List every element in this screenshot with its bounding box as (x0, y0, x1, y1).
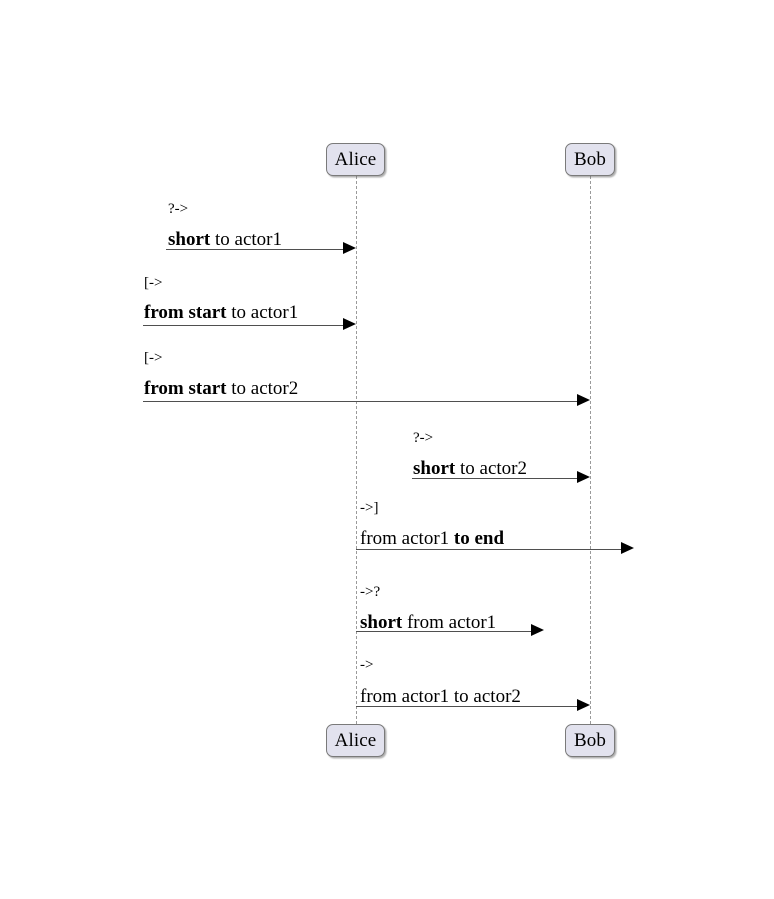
arrow-head-msg-short-to-actor1 (343, 242, 356, 254)
message-label-msg-from-start-to-actor2: from start to actor2 (144, 379, 298, 398)
arrow-line-msg-from-actor1-to-actor2 (356, 706, 584, 707)
message-label-msg-from-start-to-actor1: from start to actor1 (144, 303, 298, 322)
message-note-msg-from-start-to-actor2: [-> (144, 350, 163, 366)
lifeline-bob (590, 176, 591, 724)
arrow-head-msg-from-actor1-to-end (621, 542, 634, 554)
arrow-line-msg-from-start-to-actor1 (143, 325, 350, 326)
message-note-msg-from-actor1-to-actor2: -> (360, 657, 374, 673)
actor-box-alice-bottom[interactable]: Alice (326, 724, 385, 757)
actor-box-bob-bottom[interactable]: Bob (565, 724, 615, 757)
message-label-part: from actor1 (402, 612, 497, 633)
arrow-line-msg-short-from-actor1 (356, 631, 538, 632)
message-label-part: to actor1 (210, 229, 282, 250)
message-label-part: from start (144, 378, 227, 399)
arrow-line-msg-short-to-actor1 (166, 249, 350, 250)
arrow-head-msg-from-start-to-actor1 (343, 318, 356, 330)
arrow-line-msg-from-actor1-to-end (356, 549, 628, 550)
arrow-line-msg-short-to-actor2 (412, 478, 584, 479)
lifeline-alice (356, 176, 357, 724)
message-label-part: from actor1 to actor2 (360, 686, 521, 707)
arrow-head-msg-short-from-actor1 (531, 624, 544, 636)
message-label-msg-short-from-actor1: short from actor1 (360, 613, 496, 632)
message-label-part: to actor1 (226, 302, 299, 323)
message-note-msg-short-from-actor1: ->? (360, 584, 381, 600)
message-note-msg-short-to-actor2: ?-> (413, 430, 434, 446)
message-label-part: from start (144, 302, 227, 323)
message-label-msg-from-actor1-to-actor2: from actor1 to actor2 (360, 687, 521, 706)
message-label-msg-short-to-actor1: short to actor1 (168, 230, 282, 249)
message-note-msg-short-to-actor1: ?-> (168, 201, 189, 217)
arrow-line-msg-from-start-to-actor2 (143, 401, 584, 402)
actor-box-alice-top[interactable]: Alice (326, 143, 385, 176)
message-label-part: to actor2 (455, 458, 527, 479)
message-label-msg-from-actor1-to-end: from actor1 to end (360, 529, 504, 548)
message-label-part: to end (453, 528, 505, 549)
actor-box-bob-top[interactable]: Bob (565, 143, 615, 176)
arrow-head-msg-short-to-actor2 (577, 471, 590, 483)
message-label-part: from actor1 (360, 528, 454, 549)
message-label-part: to actor2 (226, 378, 299, 399)
message-label-part: short (413, 458, 456, 479)
arrow-head-msg-from-start-to-actor2 (577, 394, 590, 406)
message-label-part: short (360, 612, 403, 633)
arrow-head-msg-from-actor1-to-actor2 (577, 699, 590, 711)
message-note-msg-from-start-to-actor1: [-> (144, 275, 163, 291)
message-label-part: short (168, 229, 211, 250)
message-note-msg-from-actor1-to-end: ->] (360, 500, 379, 516)
message-label-msg-short-to-actor2: short to actor2 (413, 459, 527, 478)
